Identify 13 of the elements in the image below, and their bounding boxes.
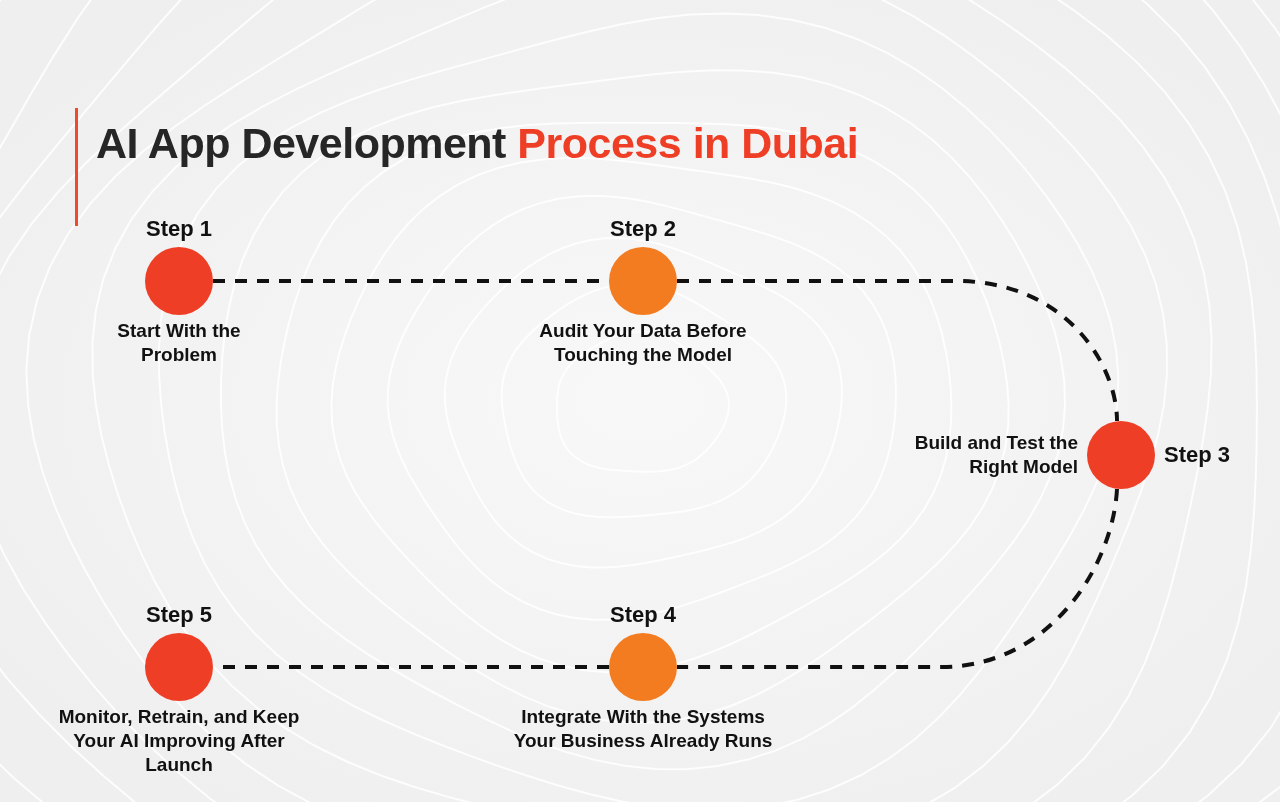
step-heading: Step 4 [610, 602, 676, 628]
step-description: Start With the Problem [116, 319, 242, 367]
dashed-connector [677, 488, 1119, 669]
dashed-connector [677, 279, 1119, 422]
step-description: Monitor, Retrain, and Keep Your AI Improving After Launch [57, 705, 301, 777]
title: AI App Development Process in Dubai [96, 119, 859, 168]
step-description: Audit Your Data Before Touching the Model [538, 319, 748, 367]
step-heading: Step 3 [1164, 442, 1231, 468]
step-heading: Step 1 [146, 216, 212, 242]
step-heading: Step 5 [146, 602, 212, 628]
step-heading: Step 2 [610, 216, 676, 242]
step-description: Integrate With the Systems Your Business Already Runs [512, 705, 774, 753]
step-description: Build and Test the Right Model [913, 431, 1078, 479]
